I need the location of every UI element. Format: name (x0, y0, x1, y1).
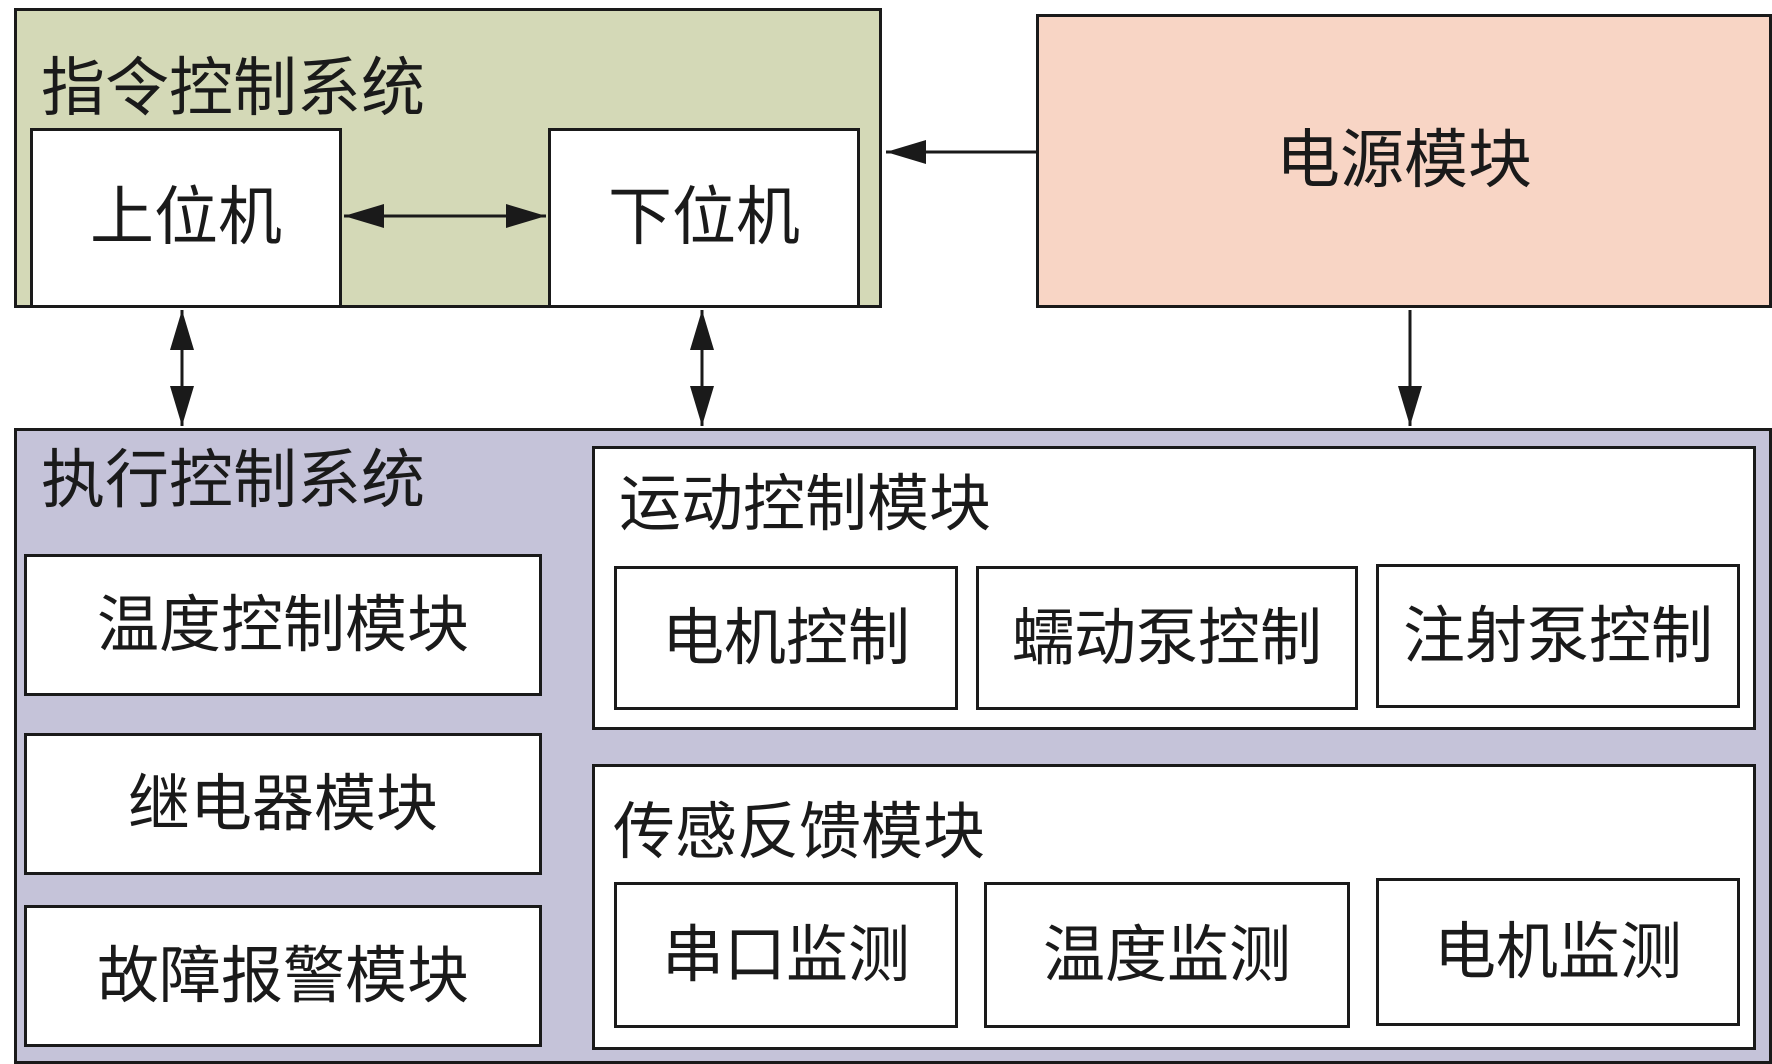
motor-control-box: 电机控制 (614, 566, 958, 710)
motion-control-title: 运动控制模块 (619, 467, 992, 540)
fault-alarm-label: 故障报警模块 (96, 939, 469, 1012)
serial-monitor-box: 串口监测 (614, 882, 958, 1028)
temperature-control-label: 温度控制模块 (96, 588, 469, 661)
power-module-box: 电源模块 (1036, 14, 1772, 308)
temperature-monitor-label: 温度监测 (1042, 918, 1291, 991)
motor-monitor-label: 电机监测 (1433, 915, 1682, 988)
command-system-title: 指令控制系统 (41, 52, 425, 126)
motor-control-label: 电机控制 (661, 601, 910, 674)
lower-computer-box: 下位机 (548, 128, 860, 308)
serial-monitor-label: 串口监测 (661, 918, 910, 991)
motor-monitor-box: 电机监测 (1376, 878, 1740, 1026)
temperature-control-module: 温度控制模块 (24, 554, 542, 696)
lower-computer-label: 下位机 (608, 181, 800, 255)
sensor-feedback-title: 传感反馈模块 (613, 795, 986, 868)
upper-computer-box: 上位机 (30, 128, 342, 308)
fault-alarm-module: 故障报警模块 (24, 905, 542, 1047)
temperature-monitor-box: 温度监测 (984, 882, 1350, 1028)
relay-module: 继电器模块 (24, 733, 542, 875)
upper-computer-label: 上位机 (90, 181, 282, 255)
power-module-label: 电源模块 (1276, 124, 1532, 198)
peristaltic-pump-control-box: 蠕动泵控制 (976, 566, 1358, 710)
relay-module-label: 继电器模块 (127, 767, 438, 840)
execution-system-title: 执行控制系统 (41, 444, 425, 518)
syringe-pump-control-box: 注射泵控制 (1376, 564, 1740, 708)
peristaltic-pump-control-label: 蠕动泵控制 (1011, 601, 1322, 674)
syringe-pump-control-label: 注射泵控制 (1402, 599, 1713, 672)
